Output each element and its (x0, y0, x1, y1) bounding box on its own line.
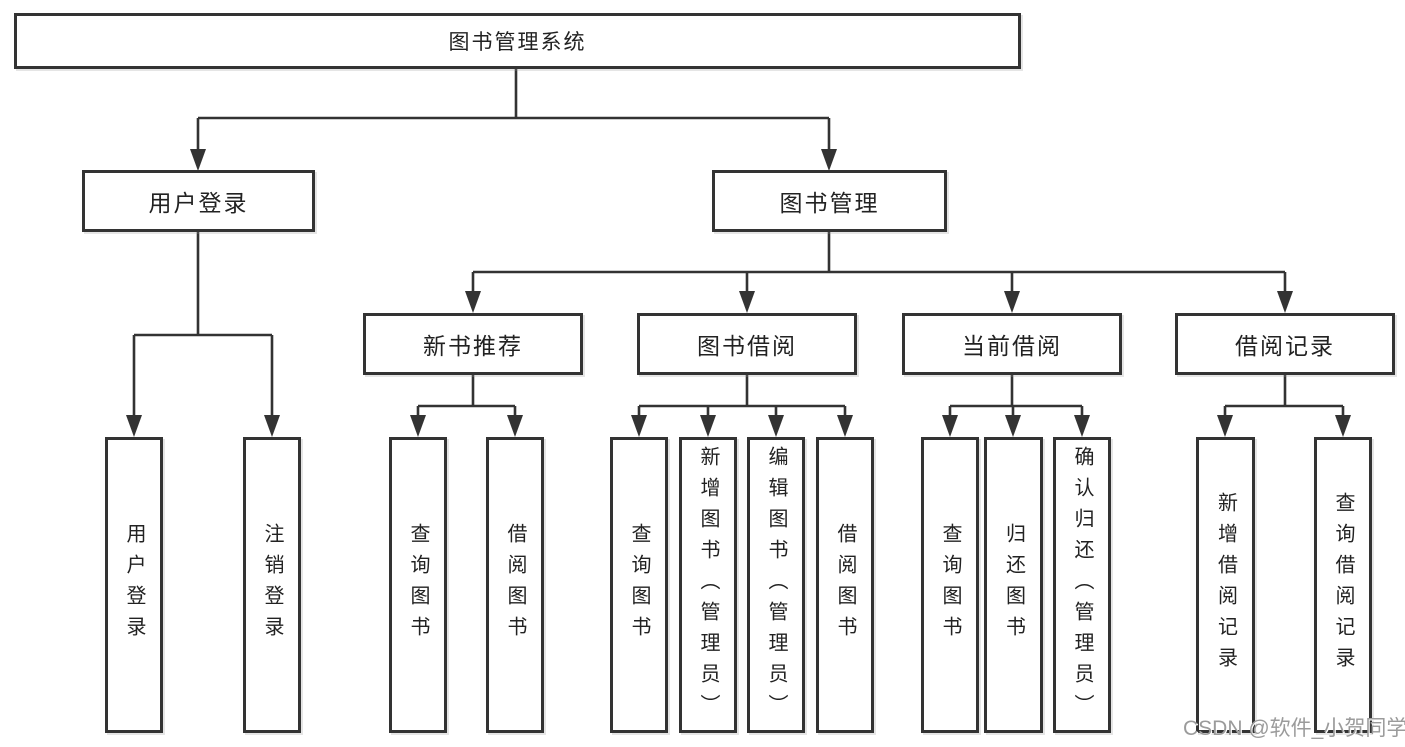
leaf-logout: 注销登录 (243, 437, 301, 733)
arrowhead-recommend (465, 291, 481, 313)
watermark: CSDN @软件_小贺同学 (1183, 717, 1405, 740)
arrowhead-leaf-records-0 (1217, 415, 1233, 437)
arrowhead-leaf-current-0 (942, 415, 958, 437)
connector-book-management-lines (471, 232, 1287, 291)
leaf-records-add-record: 新增借阅记录 (1196, 437, 1255, 733)
arrowhead-leaf-borrow-1 (700, 415, 716, 437)
leaf-current-query-books: 查询图书 (921, 437, 979, 733)
node-book-management: 图书管理 (712, 170, 947, 232)
node-user-login: 用户登录 (82, 170, 315, 232)
arrowhead-leaf-current-1 (1005, 415, 1021, 437)
arrowhead-leaf-login-0 (126, 415, 142, 437)
connector-recommend (410, 375, 523, 437)
arrowhead-leaf-records-1 (1335, 415, 1351, 437)
connector-user-login-lines (132, 232, 274, 415)
leaf-borrow-query-books: 查询图书 (610, 437, 668, 733)
arrowhead-current (1004, 291, 1020, 313)
node-root: 图书管理系统 (14, 13, 1021, 69)
leaf-borrow-borrow-books: 借阅图书 (816, 437, 874, 733)
leaf-records-query-record: 查询借阅记录 (1314, 437, 1372, 733)
leaf-borrow-edit-books-admin: 编辑图书（管理员） (747, 437, 805, 733)
arrowhead-leaf-current-2 (1074, 415, 1090, 437)
connector-root-lines (196, 69, 831, 149)
node-new-book-recommend: 新书推荐 (363, 313, 583, 375)
connector-borrow-lines (637, 375, 847, 415)
arrowhead-leaf-borrow-0 (631, 415, 647, 437)
leaf-recommend-query-books: 查询图书 (389, 437, 447, 733)
arrowhead-leaf-borrow-3 (837, 415, 853, 437)
arrowhead-user-login (190, 149, 206, 171)
node-borrow-records: 借阅记录 (1175, 313, 1395, 375)
leaf-current-confirm-return-admin: 确认归还（管理员） (1053, 437, 1111, 733)
connector-current (942, 375, 1090, 437)
arrowhead-book-management (821, 149, 837, 171)
node-current-borrow: 当前借阅 (902, 313, 1122, 375)
arrowhead-leaf-recommend-1 (507, 415, 523, 437)
arrowhead-leaf-borrow-2 (768, 415, 784, 437)
connector-records (1217, 375, 1351, 437)
connector-current-lines (948, 375, 1084, 415)
leaf-user-login: 用户登录 (105, 437, 163, 733)
arrowhead-leaf-login-1 (264, 415, 280, 437)
leaf-current-return-books: 归还图书 (984, 437, 1043, 733)
connector-recommend-lines (416, 375, 517, 415)
arrowhead-leaf-recommend-0 (410, 415, 426, 437)
connector-user-login (126, 232, 280, 437)
node-book-borrow: 图书借阅 (637, 313, 857, 375)
connector-root (190, 69, 837, 171)
leaf-borrow-add-books-admin: 新增图书（管理员） (679, 437, 737, 733)
connector-records-lines (1223, 375, 1345, 415)
connector-borrow (631, 375, 853, 437)
connector-book-management (465, 232, 1293, 313)
arrowhead-records (1277, 291, 1293, 313)
leaf-recommend-borrow-books: 借阅图书 (486, 437, 544, 733)
arrowhead-borrow (739, 291, 755, 313)
